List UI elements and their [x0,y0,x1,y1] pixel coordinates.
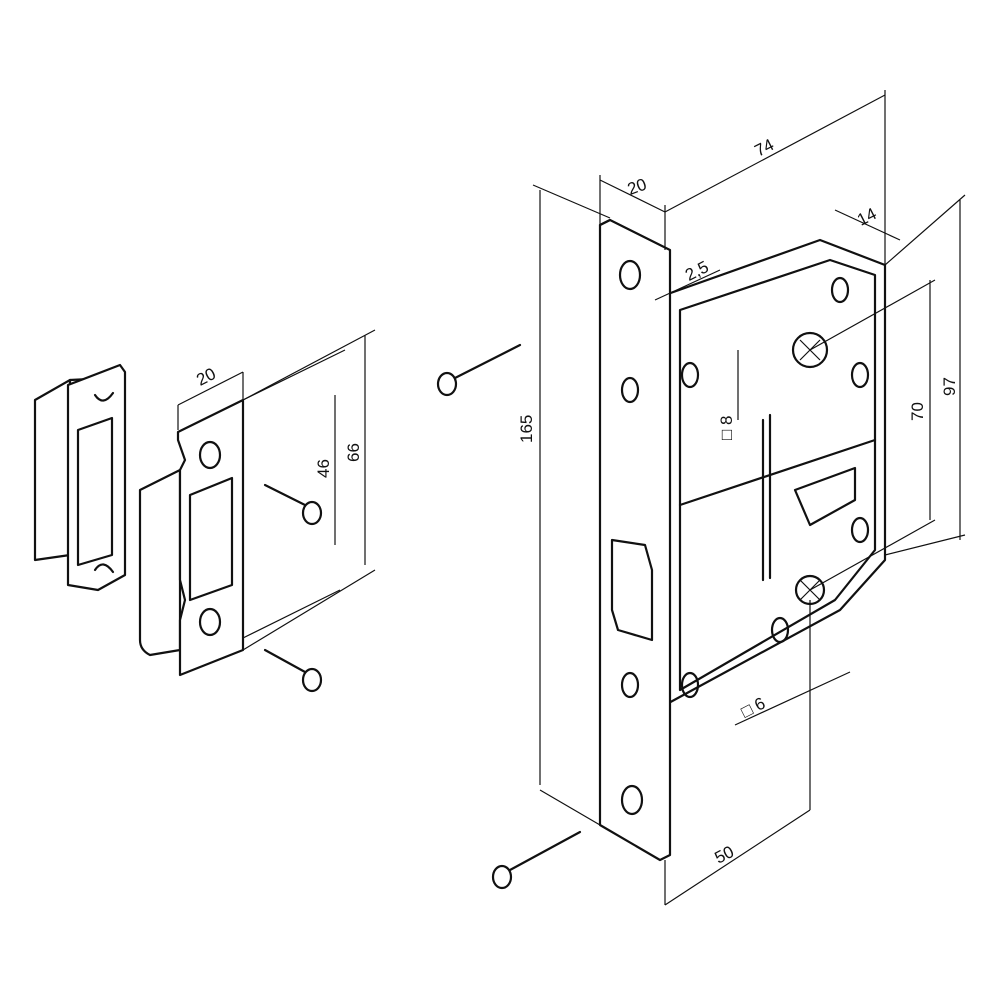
dim-lock-depth: 74 [752,135,777,161]
faceplate [598,218,672,862]
dim-thumbturn-square: □ 6 [738,694,768,722]
lock-body [663,238,887,707]
dim-strike-height: 66 [344,443,363,462]
dim-faceplate-height: 165 [517,415,536,443]
dim-spindle-square: □ 8 [717,416,736,440]
strike-plate [138,398,245,677]
dim-center-distance: 70 [908,402,927,421]
dim-faceplate-width: 20 [625,175,649,199]
strike-box [33,363,127,592]
dim-strike-hole-spacing: 46 [314,459,333,478]
screw [263,343,582,890]
dim-backset: 50 [712,842,737,868]
dim-backset-offset: 14 [854,204,879,230]
dim-body-height: 97 [940,377,959,396]
dimension-lines [177,90,966,906]
